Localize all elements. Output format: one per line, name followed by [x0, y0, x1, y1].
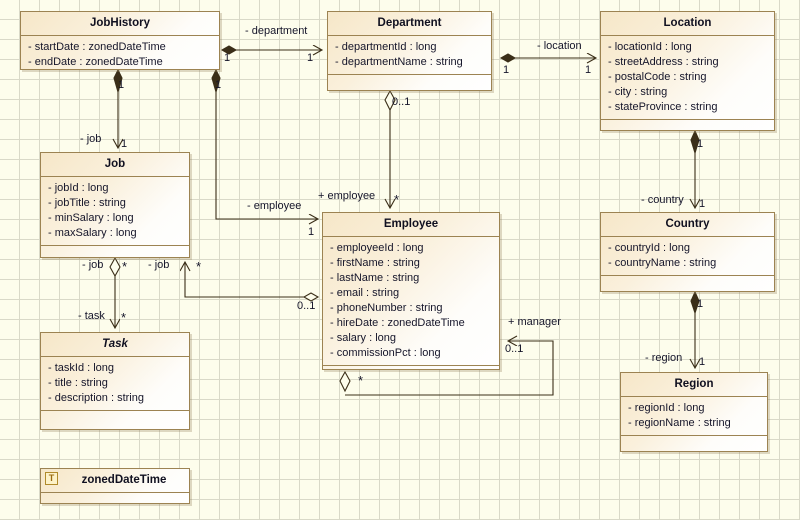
attribute: - postalCode : string [608, 71, 707, 83]
class-attributes-jobhistory: - startDate : zonedDateTime - endDate : … [21, 36, 219, 69]
class-operations-department [328, 75, 491, 90]
class-attributes-location: - locationId : long - streetAddress : st… [601, 36, 774, 120]
attribute: - taskId : long [48, 362, 115, 374]
class-node-job[interactable]: Job - jobId : long - jobTitle : string -… [40, 152, 190, 258]
class-node-location[interactable]: Location - locationId : long - streetAdd… [600, 11, 775, 131]
edge-label-job-source-mult: 1 [118, 79, 125, 91]
edge-label-employee-target-mult: 1 [308, 226, 315, 238]
attribute: - countryName : string [608, 257, 717, 269]
edge-label-dept-employee-role: + employee [318, 190, 376, 202]
type-badge-icon: T [45, 472, 58, 485]
datatype-body-zoneddatetime [41, 493, 189, 503]
attribute: - jobTitle : string [48, 197, 126, 209]
edge-label-department-source-mult: 1 [224, 52, 231, 64]
attribute: - firstName : string [330, 257, 420, 269]
class-title-jobhistory: JobHistory [21, 12, 219, 36]
class-attributes-region: - regionId : long - regionName : string [621, 397, 767, 436]
edge-label-employee-job-target-mult: 0..1 [297, 300, 316, 312]
edge-label-job-role: - job [80, 133, 102, 145]
edge-label-task-mult: * [121, 310, 127, 325]
edge-label-job-target-mult: 1 [121, 138, 128, 150]
attribute: - streetAddress : string [608, 56, 719, 68]
datatype-label: zonedDateTime [81, 474, 167, 486]
class-node-employee[interactable]: Employee - employeeId : long - firstName… [322, 212, 500, 370]
class-attributes-department: - departmentId : long - departmentName :… [328, 36, 491, 75]
attribute: - locationId : long [608, 41, 692, 53]
edge-label-location-role: - location [537, 40, 582, 52]
attribute: - departmentId : long [335, 41, 437, 53]
attribute: - hireDate : zonedDateTime [330, 317, 465, 329]
class-node-jobhistory[interactable]: JobHistory - startDate : zonedDateTime -… [20, 11, 220, 70]
edge-label-department-role: - department [245, 25, 308, 37]
edge-label-job-task-source-role: - job [82, 259, 104, 271]
class-title-job: Job [41, 153, 189, 177]
edge-label-job-task-source-mult: * [122, 259, 128, 274]
edge-label-location-source-mult: 1 [503, 64, 510, 76]
class-operations-location [601, 120, 774, 130]
diamond-open-employee-manager [339, 370, 351, 393]
edge-label-location-target-mult: 1 [585, 64, 592, 76]
datatype-node-zoneddatetime[interactable]: T zonedDateTime [40, 468, 190, 504]
edge-label-employee-job-role: - job [148, 259, 170, 271]
class-node-task[interactable]: Task - taskId : long - title : string - … [40, 332, 190, 430]
attribute: - salary : long [330, 332, 397, 344]
class-operations-country [601, 276, 774, 291]
datatype-title-zoneddatetime: T zonedDateTime [41, 469, 189, 493]
class-node-region[interactable]: Region - regionId : long - regionName : … [620, 372, 768, 452]
edge-label-region-role: - region [645, 352, 683, 364]
edge-label-employee-source-mult: 1 [215, 79, 222, 91]
class-operations-task [41, 411, 189, 429]
edge-label-region-source-mult: 1 [697, 298, 704, 310]
attribute: - regionId : long [628, 402, 705, 414]
edge-label-department-target-mult: 1 [307, 52, 314, 64]
attribute: - countryId : long [608, 242, 690, 254]
attribute: - email : string [330, 287, 400, 299]
edge-label-employee-job-mult: * [196, 259, 202, 274]
attribute: - regionName : string [628, 417, 731, 429]
edge-label-dept-employee-target-mult: * [394, 192, 400, 207]
attribute: - stateProvince : string [608, 101, 718, 113]
attribute: - lastName : string [330, 272, 420, 284]
edge-label-employee-role: - employee [247, 200, 302, 212]
attribute: - employeeId : long [330, 242, 424, 254]
edge-employee-job [185, 262, 318, 298]
attribute: - description : string [48, 392, 144, 404]
class-operations-employee [323, 366, 499, 369]
class-operations-job [41, 246, 189, 257]
class-title-department: Department [328, 12, 491, 36]
edge-label-country-target-mult: 1 [699, 198, 706, 210]
diamond-open-job-task [109, 256, 121, 278]
class-node-country[interactable]: Country - countryId : long - countryName… [600, 212, 775, 292]
attribute: - phoneNumber : string [330, 302, 443, 314]
class-title-task: Task [41, 333, 189, 357]
attribute: - maxSalary : long [48, 227, 137, 239]
edge-label-task-role: - task [78, 310, 105, 322]
edge-label-country-role: - country [641, 194, 684, 206]
attribute: - startDate : zonedDateTime [28, 41, 166, 53]
attribute: - departmentName : string [335, 56, 463, 68]
edge-label-country-source-mult: 1 [697, 138, 704, 150]
edge-label-dept-employee-source-mult: 0..1 [392, 96, 411, 108]
edge-label-manager-target-mult: 0..1 [505, 343, 524, 355]
class-attributes-task: - taskId : long - title : string - descr… [41, 357, 189, 411]
attribute: - endDate : zonedDateTime [28, 56, 163, 68]
attribute: - minSalary : long [48, 212, 134, 224]
class-title-location: Location [601, 12, 774, 36]
class-operations-region [621, 436, 767, 451]
diamond-filled-department-location [499, 53, 517, 63]
class-attributes-country: - countryId : long - countryName : strin… [601, 237, 774, 276]
class-attributes-employee: - employeeId : long - firstName : string… [323, 237, 499, 366]
class-title-region: Region [621, 373, 767, 397]
edge-label-region-target-mult: 1 [699, 356, 706, 368]
class-node-department[interactable]: Department - departmentId : long - depar… [327, 11, 492, 91]
class-title-country: Country [601, 213, 774, 237]
attribute: - title : string [48, 377, 108, 389]
class-title-employee: Employee [323, 213, 499, 237]
edge-label-manager-role: + manager [508, 316, 561, 328]
edge-label-manager-source-mult: * [358, 373, 364, 388]
attribute: - commissionPct : long [330, 347, 441, 359]
attribute: - city : string [608, 86, 668, 98]
attribute: - jobId : long [48, 182, 109, 194]
class-attributes-job: - jobId : long - jobTitle : string - min… [41, 177, 189, 246]
